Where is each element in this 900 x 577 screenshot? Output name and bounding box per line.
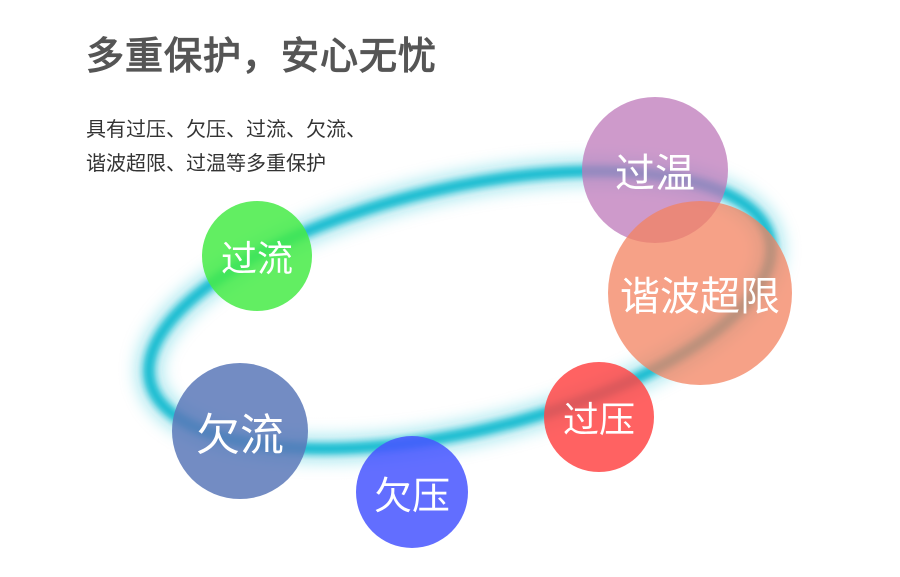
bubble-undervoltage: 欠压 bbox=[356, 436, 468, 548]
page-title: 多重保护，安心无忧 bbox=[86, 34, 438, 78]
description-line-1: 具有过压、欠压、过流、欠流、 bbox=[86, 117, 366, 141]
bubble-overvoltage-label: 过压 bbox=[562, 400, 635, 441]
bubble-harmonic-limit: 谐波超限 bbox=[608, 201, 792, 385]
bubble-overcurrent: 过流 bbox=[202, 201, 312, 311]
description: 具有过压、欠压、过流、欠流、 谐波超限、过温等多重保护 bbox=[86, 112, 366, 180]
bubble-undervoltage-label: 欠压 bbox=[373, 473, 450, 518]
bubble-overcurrent-label: 过流 bbox=[220, 239, 293, 280]
bubble-undercurrent-label: 欠流 bbox=[196, 410, 284, 461]
bubble-harmonic-limit-label: 谐波超限 bbox=[620, 274, 780, 320]
bubble-overvoltage: 过压 bbox=[544, 362, 654, 472]
description-line-2: 谐波超限、过温等多重保护 bbox=[86, 151, 326, 175]
bubble-undercurrent: 欠流 bbox=[172, 363, 308, 499]
bubble-over-temperature-label: 过温 bbox=[615, 151, 695, 197]
